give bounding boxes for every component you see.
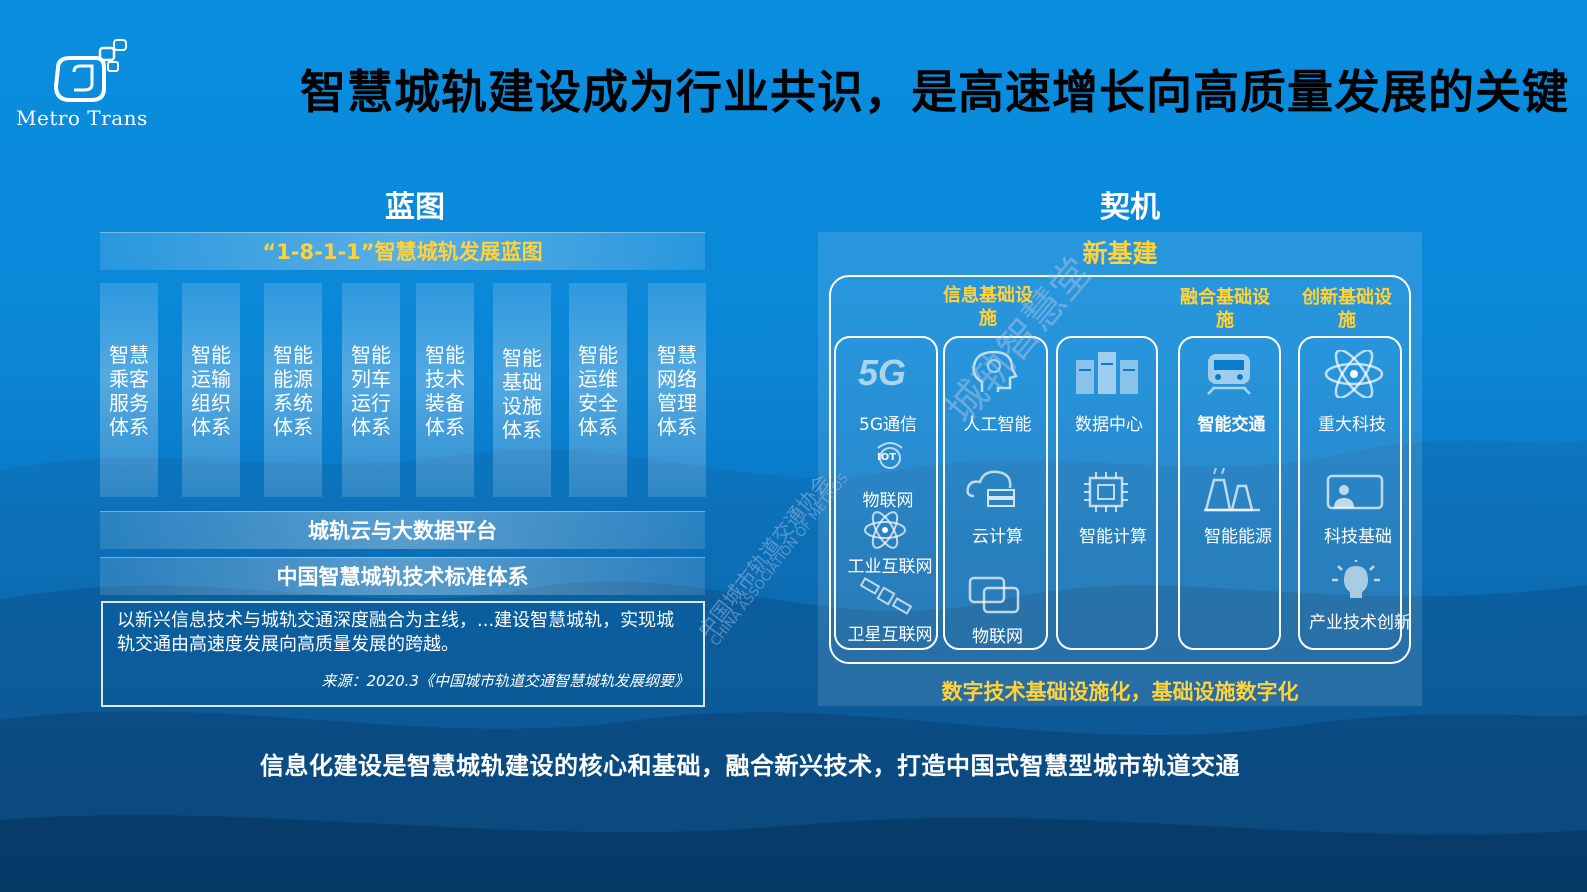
quote-text: 以新兴信息技术与城轨交通深度融合为主线，...建设智慧城轨，实现城轨交通由高速度… bbox=[117, 610, 675, 655]
new-infra-frame bbox=[829, 275, 1411, 664]
pillar: 智慧网络管理体系 bbox=[648, 283, 706, 497]
item-smart-energy: 智能能源 bbox=[1204, 527, 1272, 547]
lightbulb-icon bbox=[1332, 560, 1380, 598]
atom-icon bbox=[864, 511, 906, 549]
blueprint-band: “1-8-1-1”智慧城轨发展蓝图 bbox=[100, 232, 705, 270]
train-icon bbox=[1207, 354, 1251, 395]
column-box bbox=[1178, 336, 1281, 650]
item-ai: 人工智能 bbox=[963, 415, 1032, 435]
item-major-sci-tech: 重大科技 bbox=[1318, 415, 1386, 435]
item-industrial-internet: 工业互联网 bbox=[847, 557, 933, 577]
cloud-computing-icon bbox=[966, 470, 1015, 507]
fusion-infra-title: 融合基础设施 bbox=[1180, 287, 1270, 331]
new-infra-panel bbox=[818, 232, 1422, 706]
data-center-icon bbox=[1076, 352, 1138, 394]
innovation-infra-title: 创新基础设施 bbox=[1302, 287, 1392, 331]
page-title: 智慧城轨建设成为行业共识，是高速增长向高质量发展的关键 bbox=[300, 65, 1569, 119]
satellite-icon bbox=[860, 577, 912, 615]
digital-infra-slogan: 数字技术基础设施化，基础设施数字化 bbox=[941, 680, 1299, 704]
item-industry-innovation: 产业技术创新 bbox=[1309, 613, 1411, 633]
pillar-label: 智能运维安全体系 bbox=[578, 343, 618, 439]
5g-icon: 5G bbox=[858, 352, 907, 393]
info-infra-title: 信息基础设施 bbox=[943, 285, 1033, 329]
item-satellite-internet: 卫星互联网 bbox=[847, 625, 933, 645]
iot-text-icon: IOT bbox=[877, 452, 897, 463]
presentation-icon bbox=[1326, 474, 1384, 510]
pillar-label: 智能基础设施体系 bbox=[502, 346, 542, 442]
pillar: 智能列车运行体系 bbox=[342, 283, 400, 497]
item-5g: 5G通信 bbox=[859, 415, 917, 435]
pillar: 智能能源系统体系 bbox=[264, 283, 322, 497]
iot-icon bbox=[877, 442, 903, 469]
pillar: 智能基础设施体系 bbox=[493, 283, 551, 497]
item-smart-computing: 智能计算 bbox=[1079, 527, 1147, 547]
item-iot-2: 物联网 bbox=[972, 627, 1023, 647]
footer-statement: 信息化建设是智慧城轨建设的核心和基础，融合新兴技术，打造中国式智慧型城市轨道交通 bbox=[260, 752, 1240, 780]
pillar-label: 智慧乘客服务体系 bbox=[109, 343, 149, 439]
item-cloud-computing: 云计算 bbox=[972, 527, 1023, 547]
new-infra-title: 新基建 bbox=[1082, 239, 1158, 268]
watermark-cn2: 中国城市轨道交通协会 bbox=[693, 469, 836, 643]
column-box bbox=[1298, 336, 1402, 650]
item-sci-tech-foundation: 科技基础 bbox=[1324, 527, 1392, 547]
opportunity-heading: 契机 bbox=[1100, 190, 1160, 225]
column-box bbox=[943, 336, 1048, 650]
item-smart-transport: 智能交通 bbox=[1197, 415, 1266, 435]
pillar-label: 智能列车运行体系 bbox=[351, 343, 391, 439]
metro-trans-logo: Metro Trans bbox=[16, 38, 156, 134]
pillar: 智能技术装备体系 bbox=[416, 283, 474, 497]
column-box bbox=[834, 336, 938, 650]
quote-box: 以新兴信息技术与城轨交通深度融合为主线，...建设智慧城轨，实现城轨交通由高速度… bbox=[101, 601, 705, 707]
pillar-label: 智能技术装备体系 bbox=[425, 343, 465, 439]
pillar: 智能运输组织体系 bbox=[182, 283, 240, 497]
pillar-label: 智能能源系统体系 bbox=[273, 343, 313, 439]
science-atom-icon bbox=[1324, 350, 1384, 398]
chip-icon bbox=[1084, 472, 1128, 512]
item-iot: 物联网 bbox=[862, 491, 914, 511]
pillar-label: 智慧网络管理体系 bbox=[657, 343, 697, 439]
iot-devices-icon bbox=[968, 576, 1020, 614]
ai-head-icon bbox=[972, 350, 1018, 392]
quote-source: 来源：2020.3《中国城市轨道交通智慧城轨发展纲要》 bbox=[321, 672, 690, 690]
logo-mark-icon bbox=[53, 39, 127, 102]
pillar: 智能运维安全体系 bbox=[569, 283, 627, 497]
column-box bbox=[1056, 336, 1158, 650]
standard-system-band: 中国智慧城轨技术标准体系 bbox=[100, 557, 705, 595]
cloud-platform-band: 城轨云与大数据平台 bbox=[100, 511, 705, 549]
pillar-label: 智能运输组织体系 bbox=[191, 343, 231, 439]
pillar: 智慧乘客服务体系 bbox=[100, 283, 158, 497]
blueprint-heading: 蓝图 bbox=[385, 190, 445, 225]
logo-text: Metro Trans bbox=[16, 106, 148, 130]
energy-plant-icon bbox=[1204, 467, 1260, 512]
item-data-center: 数据中心 bbox=[1075, 415, 1143, 435]
